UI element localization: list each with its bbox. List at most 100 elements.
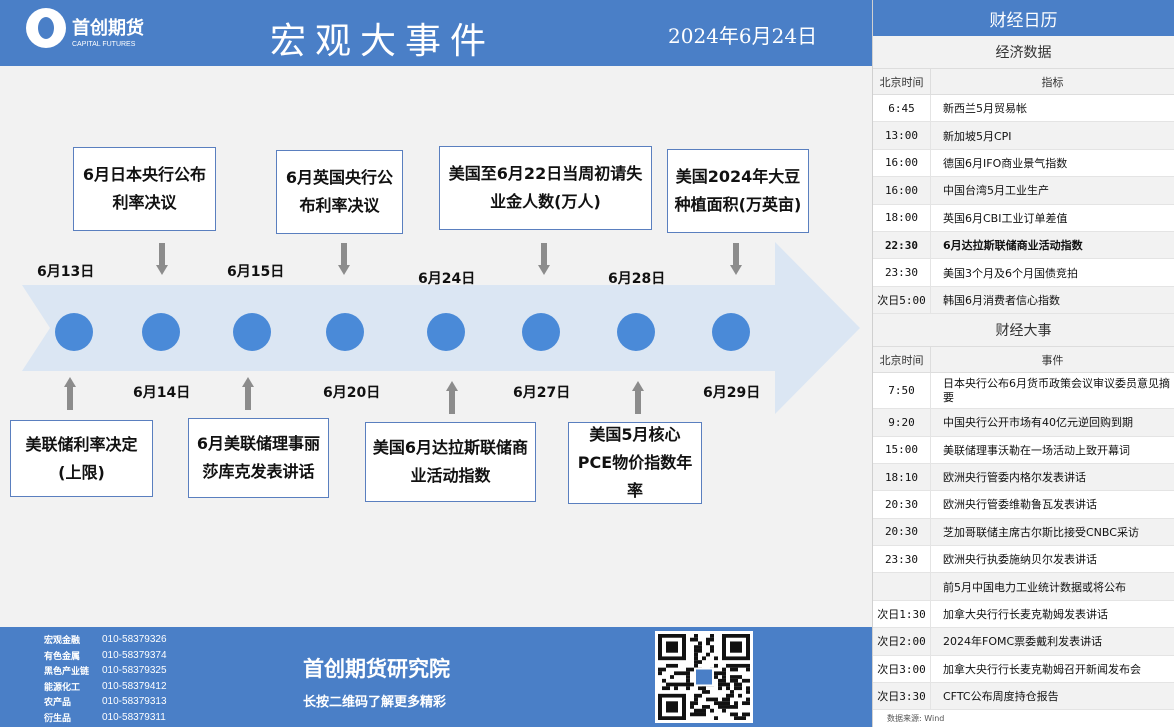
qr-code-icon[interactable] [655, 631, 753, 723]
data-source: 数据来源: Wind [887, 714, 945, 723]
event-box: 美联储利率决定(上限) [10, 420, 153, 497]
timeline-dot [427, 313, 465, 351]
row-time: 20:30 [873, 518, 931, 546]
row-description: 韩国6月消费者信心指数 [943, 293, 1060, 307]
date-label: 6月24日 [418, 271, 476, 287]
row-description: 加拿大央行行长麦克勒姆召开新闻发布会 [943, 662, 1141, 676]
table-row: 次日2:00 2024年FOMC票委戴利发表讲话 [873, 628, 1174, 656]
table-row: 23:30 美国3个月及6个月国债竞拍 [873, 259, 1174, 287]
timeline-dot [142, 313, 180, 351]
timeline-dot [55, 313, 93, 351]
timeline-dot [712, 313, 750, 351]
row-time: 18:00 [873, 204, 931, 231]
row-time: 7:50 [873, 373, 931, 409]
row-description: 美国3个月及6个月国债竞拍 [943, 266, 1078, 280]
row-time: 16:00 [873, 149, 931, 177]
row-description: 日本央行公布6月货币政策会议审议委员意见摘要 [943, 376, 1170, 404]
event-box: 6月美联储理事丽莎库克发表讲话 [188, 418, 329, 498]
date-label: 6月14日 [133, 385, 191, 401]
event-box: 美国5月核心PCE物价指数年率 [568, 422, 702, 504]
row-description: 2024年FOMC票委戴利发表讲话 [943, 635, 1103, 649]
column-header-indicator: 指标 [1041, 75, 1064, 89]
column-header-event: 事件 [1041, 353, 1064, 367]
table-row: 18:00 英国6月CBI工业订单差值 [873, 204, 1174, 232]
timeline-dot [233, 313, 271, 351]
row-description: 英国6月CBI工业订单差值 [943, 211, 1068, 225]
date-label: 6月15日 [227, 264, 285, 280]
table-row: 次日5:00 韩国6月消费者信心指数 [873, 286, 1174, 315]
table-row: 16:00 中国台湾5月工业生产 [873, 177, 1174, 205]
table-row: 20:30 欧洲央行管委维勒鲁瓦发表讲话 [873, 491, 1174, 519]
event-panel: 首创期货 CAPITAL FUTURES 宏观大事件 2024年6月24日 6月… [0, 0, 872, 727]
table-row: 次日3:30 CFTC公布周度持仓报告 [873, 683, 1174, 711]
row-time: 15:00 [873, 436, 931, 463]
row-time: 23:30 [873, 259, 931, 286]
row-time: 23:30 [873, 546, 931, 573]
table-row: 23:30 欧洲央行执委施纳贝尔发表讲话 [873, 546, 1174, 574]
date-label: 6月20日 [323, 385, 381, 401]
event-box: 美国2024年大豆种植面积(万英亩) [667, 149, 809, 233]
table-row: 前5月中国电力工业统计数据或将公布 [873, 573, 1174, 601]
column-header-time: 北京时间 [873, 69, 931, 94]
row-description: 中国台湾5月工业生产 [943, 184, 1049, 198]
header-bar: 首创期货 CAPITAL FUTURES 宏观大事件 2024年6月24日 [0, 0, 872, 66]
row-description: 中国央行公开市场有40亿元逆回购到期 [943, 416, 1133, 430]
report-date: 2024年6月24日 [668, 24, 818, 48]
row-time: 13:00 [873, 122, 931, 149]
row-time: 6:45 [873, 95, 931, 122]
row-time [873, 573, 931, 600]
date-label: 6月27日 [513, 385, 571, 401]
table-row: 20:30 芝加哥联储主席古尔斯比接受CNBC采访 [873, 518, 1174, 547]
table-header: 北京时间 事件 [873, 346, 1174, 374]
calendar-title: 财经日历 [873, 0, 1174, 36]
event-box: 6月英国央行公布利率决议 [276, 150, 403, 234]
date-label: 6月28日 [608, 271, 666, 287]
row-time: 次日2:00 [873, 628, 931, 655]
logo-subtitle: CAPITAL FUTURES [72, 41, 136, 48]
table-header: 北京时间 指标 [873, 68, 1174, 95]
event-box: 6月日本央行公布利率决议 [73, 147, 216, 231]
row-time: 次日1:30 [873, 600, 931, 628]
page-title: 宏观大事件 [270, 21, 496, 62]
column-header-time: 北京时间 [873, 347, 931, 373]
row-time: 18:10 [873, 463, 931, 491]
row-time: 次日3:30 [873, 683, 931, 710]
institute-name: 首创期货研究院 [303, 657, 450, 681]
table-row: 7:50 日本央行公布6月货币政策会议审议委员意见摘要 [873, 373, 1174, 410]
row-time: 20:30 [873, 491, 931, 518]
row-time: 次日5:00 [873, 286, 931, 314]
timeline-dot [617, 313, 655, 351]
table-row: 13:00 新加坡5月CPI [873, 122, 1174, 150]
section-economic-data: 经济数据 [873, 36, 1174, 68]
row-description: 新加坡5月CPI [943, 129, 1012, 143]
row-time: 16:00 [873, 177, 931, 204]
event-box: 美国至6月22日当周初请失业金人数(万人) [439, 146, 652, 230]
date-label: 6月29日 [703, 385, 761, 401]
row-description: 欧洲央行管委维勒鲁瓦发表讲话 [943, 498, 1097, 512]
row-description: 芝加哥联储主席古尔斯比接受CNBC采访 [943, 525, 1139, 539]
timeline-dot [326, 313, 364, 351]
date-label: 6月13日 [37, 264, 95, 280]
logo-name: 首创期货 [72, 18, 144, 39]
section-financial-events: 财经大事 [873, 314, 1174, 347]
row-description: CFTC公布周度持仓报告 [943, 690, 1059, 704]
row-description: 欧洲央行执委施纳贝尔发表讲话 [943, 553, 1097, 567]
